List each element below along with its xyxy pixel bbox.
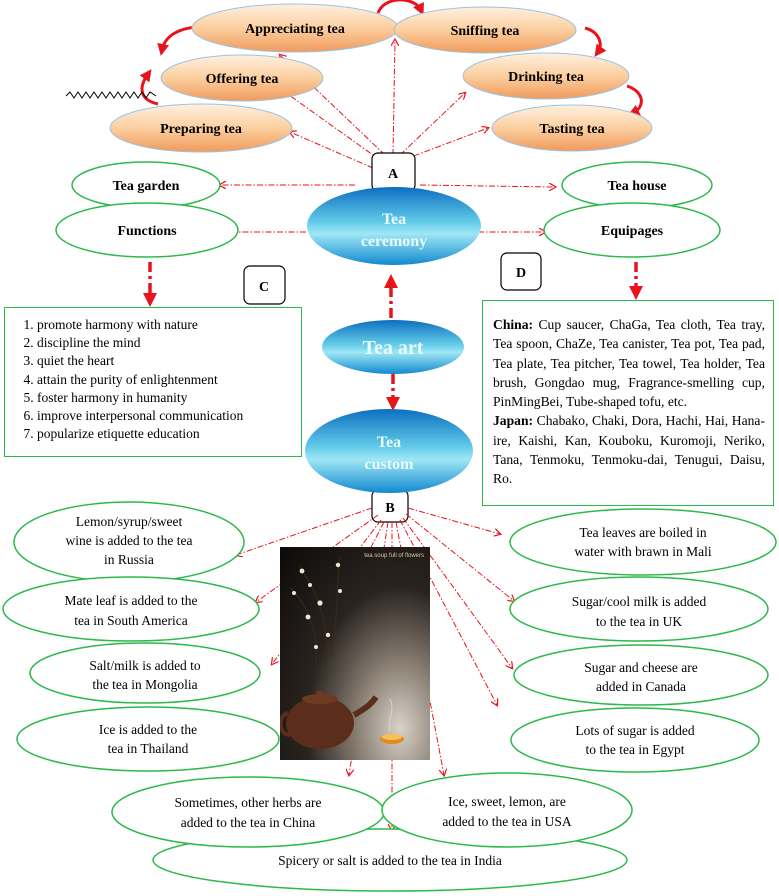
svg-text:Lots of sugar is added: Lots of sugar is added: [575, 723, 694, 738]
custom-mongolia: Salt/milk is added to the tea in Mongoli…: [29, 642, 261, 704]
svg-text:the tea in Mongolia: the tea in Mongolia: [92, 677, 197, 692]
center-tea-art: Tea art: [322, 320, 464, 374]
svg-text:B: B: [385, 501, 394, 516]
aspect-functions: Functions: [55, 202, 239, 258]
step-preparing: Preparing tea: [109, 103, 293, 153]
step-drinking-label: Drinking tea: [508, 70, 584, 85]
equipages-list-box: China: Cup saucer, ChaGa, Tea cloth, Tea…: [482, 300, 774, 506]
step-preparing-label: Preparing tea: [160, 122, 242, 137]
function-item: promote harmony with nature: [37, 316, 295, 334]
svg-text:in Russia: in Russia: [104, 552, 154, 567]
custom-mali: Tea leaves are boiled in water with braw…: [509, 508, 777, 576]
svg-text:tea in South America: tea in South America: [74, 613, 188, 628]
japan-label: Japan:: [493, 413, 534, 429]
aspect-equipages: Equipages: [543, 202, 721, 258]
step-tasting: Tasting tea: [491, 104, 653, 152]
step-sniffing: Sniffing tea: [393, 6, 577, 54]
japan-items: Chabako, Chaki, Dora, Hachi, Hai, Hana-i…: [493, 413, 765, 487]
svg-text:Tea leaves are boiled in: Tea leaves are boiled in: [579, 525, 706, 540]
label-b: B: [371, 489, 409, 523]
step-appreciating: Appreciating tea: [191, 3, 399, 53]
custom-china: Sometimes, other herbs are added to the …: [111, 776, 385, 848]
svg-text:to the tea in UK: to the tea in UK: [596, 614, 682, 629]
zigzag-mark: [65, 91, 157, 99]
svg-text:added in Canada: added in Canada: [596, 679, 686, 694]
svg-text:Tea garden: Tea garden: [113, 179, 180, 194]
step-sniffing-label: Sniffing tea: [451, 24, 520, 39]
step-tasting-label: Tasting tea: [539, 122, 604, 137]
center-tea-ceremony: Tea ceremony: [307, 187, 481, 265]
custom-uk: Sugar/cool milk is added to the tea in U…: [509, 576, 769, 642]
custom-thailand: Ice is added to the tea in Thailand: [16, 706, 280, 772]
label-d: D: [500, 252, 542, 291]
function-item: popularize etiquette education: [37, 425, 295, 443]
custom-south-america: Mate leaf is added to the tea in South A…: [2, 576, 260, 642]
functions-list: promote harmony with nature discipline t…: [15, 316, 295, 443]
svg-text:D: D: [516, 266, 526, 281]
svg-text:Lemon/syrup/sweet: Lemon/syrup/sweet: [76, 514, 183, 529]
svg-text:Tea: Tea: [382, 211, 406, 228]
svg-text:Spicery or salt is added to th: Spicery or salt is added to the tea in I…: [278, 853, 502, 868]
svg-text:Tea house: Tea house: [607, 179, 666, 194]
china-items: Cup saucer, ChaGa, Tea cloth, Tea tray, …: [493, 317, 765, 410]
svg-text:to the tea in Egypt: to the tea in Egypt: [586, 742, 685, 757]
china-label: China:: [493, 317, 534, 332]
label-c: C: [243, 265, 286, 305]
functions-list-box: promote harmony with nature discipline t…: [4, 307, 302, 457]
svg-text:added to the tea in USA: added to the tea in USA: [442, 814, 572, 829]
svg-text:Tea art: Tea art: [363, 337, 424, 359]
aspect-tea-house: Tea house: [561, 161, 713, 209]
svg-text:Mate leaf is added to the: Mate leaf is added to the: [64, 593, 197, 608]
svg-text:custom: custom: [365, 456, 415, 473]
equipages-china: China: Cup saucer, ChaGa, Tea cloth, Tea…: [493, 315, 765, 411]
svg-text:Equipages: Equipages: [601, 224, 664, 239]
custom-russia: Lemon/syrup/sweet wine is added to the t…: [13, 501, 245, 583]
svg-text:Sugar and cheese are: Sugar and cheese are: [584, 660, 698, 675]
svg-text:tea in Thailand: tea in Thailand: [108, 741, 189, 756]
svg-text:added to the tea in China: added to the tea in China: [181, 815, 316, 830]
svg-text:Functions: Functions: [117, 224, 177, 239]
step-offering-label: Offering tea: [206, 72, 279, 87]
step-appreciating-label: Appreciating tea: [245, 22, 345, 37]
custom-canada: Sugar and cheese are added in Canada: [513, 644, 769, 706]
svg-text:A: A: [388, 167, 399, 182]
svg-text:wine is added to the tea: wine is added to the tea: [65, 533, 192, 548]
function-item: discipline the mind: [37, 334, 295, 352]
center-tea-custom: Tea custom: [305, 409, 473, 493]
svg-text:water with brawn in Mali: water with brawn in Mali: [574, 544, 711, 559]
function-item: attain the purity of enlightenment: [37, 371, 295, 389]
svg-text:Sometimes, other herbs are: Sometimes, other herbs are: [175, 795, 322, 810]
svg-text:Ice is added to the: Ice is added to the: [99, 722, 197, 737]
custom-usa: Ice, sweet, lemon, are added to the tea …: [381, 772, 633, 848]
main-flow-arrows: [143, 262, 643, 411]
function-item: improve interpersonal communication: [37, 407, 295, 425]
flower-blossoms: [292, 562, 342, 649]
function-item: quiet the heart: [37, 352, 295, 370]
aspect-tea-garden: Tea garden: [71, 161, 221, 209]
label-a: A: [371, 152, 416, 192]
tea-photo: tea soup full of flowers: [280, 547, 430, 760]
svg-text:Tea: Tea: [377, 434, 401, 451]
svg-text:Sugar/cool milk is added: Sugar/cool milk is added: [572, 594, 707, 609]
teapot-illustration: [280, 556, 404, 749]
step-drinking: Drinking tea: [462, 52, 630, 100]
step-offering: Offering tea: [160, 54, 324, 102]
svg-text:Salt/milk is added to: Salt/milk is added to: [89, 658, 201, 673]
equipages-japan: Japan: Chabako, Chaki, Dora, Hachi, Hai,…: [493, 411, 765, 488]
function-item: foster harmony in humanity: [37, 389, 295, 407]
custom-egypt: Lots of sugar is added to the tea in Egy…: [510, 707, 760, 773]
svg-text:ceremony: ceremony: [361, 233, 427, 250]
svg-text:Ice, sweet, lemon, are: Ice, sweet, lemon, are: [448, 794, 566, 809]
svg-text:C: C: [259, 280, 269, 295]
photo-caption: tea soup full of flowers: [364, 553, 424, 559]
